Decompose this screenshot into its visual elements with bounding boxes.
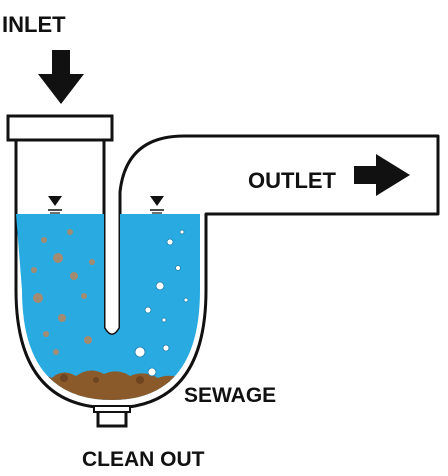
air-bubbles — [134, 229, 189, 377]
water-level-icon — [150, 196, 164, 214]
inlet-label: INLET — [2, 12, 66, 37]
clean-out-label: CLEAN OUT — [82, 448, 205, 471]
water-level-icon — [48, 196, 62, 214]
arrow-right-icon — [354, 154, 410, 196]
clean-out-plug — [93, 405, 131, 428]
sewage-label: SEWAGE — [184, 384, 276, 407]
outlet-label: OUTLET — [248, 168, 337, 193]
debris-particles — [31, 229, 95, 355]
sewage-sediment — [20, 370, 200, 400]
arrow-down-icon — [38, 50, 84, 104]
